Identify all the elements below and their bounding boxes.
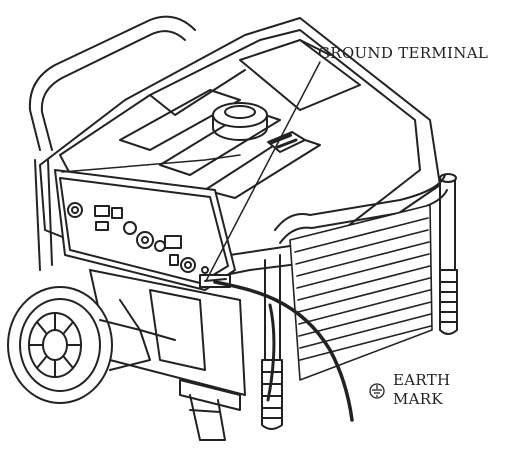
ground-terminal-label: GROUND TERMINAL — [318, 44, 489, 62]
panel-switch — [94, 205, 110, 217]
panel-outlet-4 — [180, 257, 196, 273]
fuel-gauge — [267, 131, 306, 153]
ground-terminal-leader — [205, 61, 321, 282]
side-vents — [289, 204, 433, 381]
right-handle-grip — [439, 173, 458, 335]
earth-mark-label-line2: MARK — [393, 390, 443, 408]
earth-mark-label-line1: EARTH — [393, 371, 451, 389]
ground-cable — [213, 280, 354, 422]
tube-frame — [28, 15, 456, 366]
earth-ground-symbol-icon — [369, 383, 385, 399]
engine-base — [89, 269, 246, 441]
fuel-cap — [212, 102, 268, 141]
wheel — [7, 286, 151, 404]
panel-outlet-2 — [136, 231, 154, 249]
panel-outlet-1 — [123, 221, 137, 235]
panel-knob — [67, 202, 83, 218]
control-panel — [54, 154, 241, 291]
